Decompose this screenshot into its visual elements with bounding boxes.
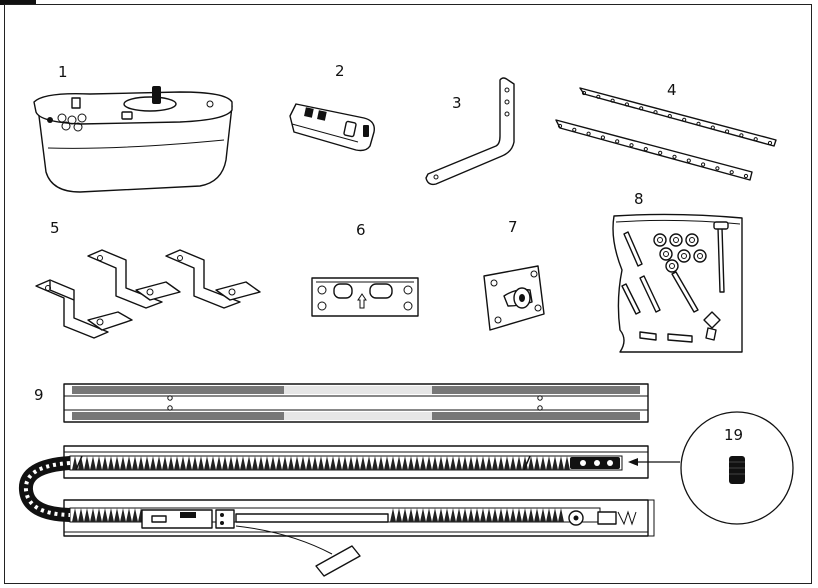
label-ceiling-brackets: 5 bbox=[50, 219, 60, 237]
label-perforated-straps: 4 bbox=[667, 81, 677, 99]
hardware-screws bbox=[621, 221, 729, 343]
strap-hole bbox=[557, 123, 563, 129]
chain-rail-assembly bbox=[19, 445, 680, 577]
remote-control bbox=[289, 103, 375, 152]
strap-hole bbox=[686, 158, 691, 163]
label-door-plate: 6 bbox=[356, 221, 366, 239]
rail-section bbox=[63, 383, 649, 423]
strap-hole bbox=[643, 147, 648, 152]
strap-hole bbox=[624, 102, 630, 107]
strap-hole bbox=[701, 162, 706, 167]
chain-teeth bbox=[72, 456, 570, 470]
strap-hole bbox=[653, 110, 658, 115]
motor-unit bbox=[33, 86, 233, 193]
angle-bracket bbox=[425, 77, 515, 186]
strap-hole bbox=[743, 173, 749, 179]
strap-hole bbox=[586, 131, 591, 136]
strap-hole bbox=[710, 125, 715, 130]
strap-hole bbox=[639, 106, 644, 111]
strap-hole bbox=[596, 94, 601, 99]
header-tab bbox=[0, 0, 36, 5]
door-bracket bbox=[483, 265, 545, 331]
ceiling-brackets bbox=[35, 249, 261, 339]
strap-hole bbox=[572, 127, 577, 132]
strap-hole bbox=[696, 121, 701, 126]
perforated-straps bbox=[555, 87, 777, 181]
chain-teeth bbox=[72, 508, 144, 522]
chain-insert-callout bbox=[680, 411, 794, 525]
label-door-bracket: 7 bbox=[508, 218, 518, 236]
label-motor-unit: 1 bbox=[58, 63, 68, 81]
label-hardware-bag: 8 bbox=[634, 190, 644, 208]
strap-hole bbox=[610, 98, 615, 103]
strap-hole bbox=[600, 135, 606, 140]
strap-hole bbox=[581, 90, 587, 96]
label-angle-bracket: 3 bbox=[452, 94, 462, 112]
strap-hole bbox=[667, 114, 672, 119]
door-plate bbox=[311, 277, 419, 317]
label-chain-insert: 19 bbox=[724, 426, 743, 444]
label-rail: 9 bbox=[34, 386, 44, 404]
strap-hole bbox=[715, 166, 720, 171]
strap-hole bbox=[682, 117, 687, 123]
diagram-frame bbox=[4, 4, 812, 584]
strap-hole bbox=[672, 154, 677, 159]
strap-hole bbox=[658, 150, 663, 155]
strap-hole bbox=[629, 143, 634, 148]
strap-hole bbox=[615, 139, 620, 144]
strap-hole bbox=[739, 133, 744, 138]
hardware-nuts bbox=[653, 233, 707, 273]
strap-hole bbox=[753, 137, 758, 142]
strap-hole bbox=[725, 129, 730, 134]
chain-teeth bbox=[390, 508, 564, 522]
strap-hole bbox=[729, 170, 734, 175]
hardware-bag bbox=[612, 213, 743, 353]
label-remote: 2 bbox=[335, 62, 345, 80]
strap-hole bbox=[767, 140, 773, 146]
